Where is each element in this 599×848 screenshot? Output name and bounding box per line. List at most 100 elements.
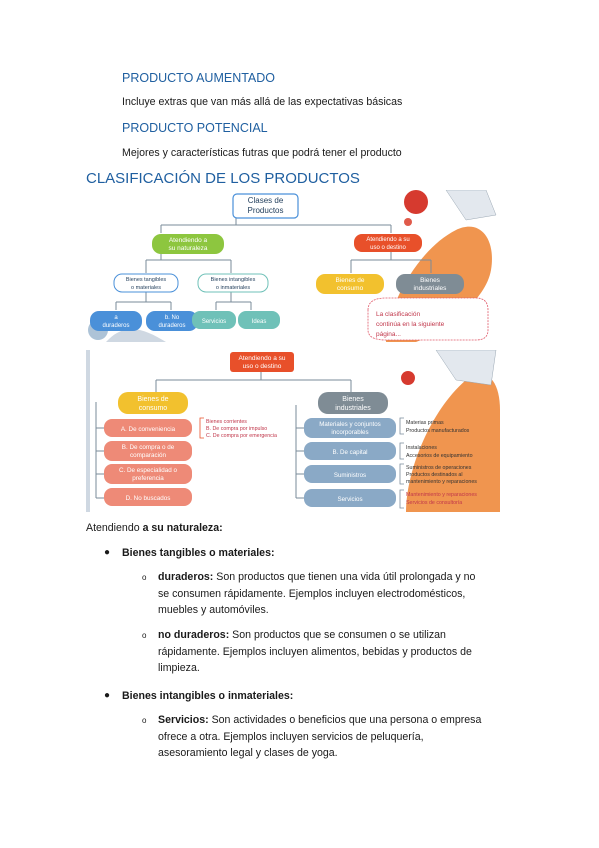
consumo-node-2 <box>118 392 188 414</box>
uso-destino-diagram: Atendiendo a su uso o destino Bienes de … <box>86 350 500 512</box>
servicios-paragraph: Servicios: Son actividades o beneficios … <box>158 712 518 762</box>
tangibles-heading: Bienes tangibles o materiales: <box>122 547 275 559</box>
intro-plain: Atendiendo <box>86 522 143 534</box>
naturaleza-label-2: su naturaleza <box>168 245 207 252</box>
producto-potencial-title: PRODUCTO POTENCIAL <box>122 121 268 135</box>
root-node <box>232 193 299 219</box>
conveniencia-label: A. De conveniencia <box>121 426 176 433</box>
intangibles-heading: Bienes intangibles o inmateriales: <box>122 690 294 702</box>
note-line-1: La clasificación <box>376 311 420 318</box>
doodle-2 <box>435 350 497 386</box>
clasificacion-title: CLASIFICACIÓN DE LOS PRODUCTOS <box>86 170 360 187</box>
consumo-node <box>316 274 384 294</box>
duraderos-node <box>90 311 142 331</box>
bullet-icon: ● <box>104 547 111 558</box>
no-duraderos-line-2: rápidamente. Ejemplos incluyen alimentos… <box>158 645 472 658</box>
materiales-label-2: incorporables <box>331 429 368 436</box>
duraderos-line-3: muebles y automóviles. <box>158 604 269 616</box>
industriales2-label-1: Bienes <box>342 396 364 403</box>
root-label-2: Productos <box>247 206 283 215</box>
note-line-3: página... <box>376 331 401 338</box>
ideas-node <box>238 311 280 329</box>
clases-productos-diagram: Clases de Productos Atendiendo a su natu… <box>86 190 500 342</box>
producto-aumentado-title: PRODUCTO AUMENTADO <box>122 71 276 85</box>
intro-bold: a su naturaleza: <box>142 522 223 534</box>
uso-root-node <box>230 352 294 372</box>
uso-label-1: Atendiendo a su <box>366 237 409 243</box>
industriales2-label-2: industriales <box>335 405 371 412</box>
shape-deco <box>106 328 166 342</box>
consumo-label-2: consumo <box>337 285 364 292</box>
uso-root-label-1: Atendiendo a su <box>239 355 286 362</box>
suministros-label: Suministros <box>334 472 366 479</box>
no-buscados-label: D. No buscados <box>126 495 171 502</box>
duraderos-line-1: Son productos que tienen una vida útil p… <box>213 571 476 583</box>
consumo2-label-2: consumo <box>139 405 168 412</box>
tangibles-label-1: Bienes tangibles <box>126 277 167 283</box>
especialidad-label-2: preferencia <box>132 475 164 482</box>
root-label-1: Clases de <box>248 196 284 205</box>
industriales-node <box>396 274 464 294</box>
uso-root-label-2: uso o destino <box>243 363 282 370</box>
materiales-list-2: Productos manufacturados <box>406 428 470 434</box>
capital-list-1: Instalaciones <box>406 445 437 451</box>
servicios-label: Servicios <box>202 319 226 325</box>
uso-label-2: uso o destino <box>370 245 406 251</box>
servicios-line-2: ofrece a otra. Ejemplos incluyen servici… <box>158 730 424 743</box>
intro-line: Atendiendo a su naturaleza: <box>86 520 223 537</box>
tangibles-label-2: o materiales <box>131 285 161 291</box>
no-duraderos-term: no duraderos: <box>158 629 230 641</box>
capital-node <box>304 442 396 460</box>
servicios-node <box>192 311 236 329</box>
duraderos-line-2: se consumen rápidamente. Ejemplos incluy… <box>158 587 466 600</box>
consumo-label-1: Bienes de <box>336 277 365 284</box>
servicios-line-1: Son actividades o beneficios que una per… <box>208 714 482 726</box>
uso-destino-node <box>354 234 422 252</box>
materiales-label-1: Materiales y conjuntos <box>319 421 381 428</box>
comparacion-label-1: B. De compra o de <box>122 444 175 451</box>
comparacion-node <box>104 441 192 461</box>
servicios-ind-node <box>304 489 396 507</box>
tangibles-node <box>113 273 179 293</box>
conveniencia-list-1: Bienes corrientes <box>206 419 247 425</box>
conveniencia-list-2: B. De compra por impulso <box>206 426 267 432</box>
duraderos-label-1: a <box>114 315 118 321</box>
servicios-list-2: Servicios de consultoría <box>406 500 462 506</box>
no-buscados-node <box>104 488 192 506</box>
red-dot-2 <box>401 371 415 385</box>
intangibles-label-2: o inmateriales <box>216 285 250 291</box>
servicios-line-3: asesoramiento legal y clases de yoga. <box>158 747 338 759</box>
open-bullet-icon: o <box>142 631 147 640</box>
producto-aumentado-text: Incluye extras que van más allá de las e… <box>122 96 403 108</box>
servicios-list-1: Mantenimiento y reparaciones <box>406 492 477 498</box>
consumo2-label-1: Bienes de <box>137 396 168 403</box>
ideas-label: Ideas <box>252 319 267 325</box>
left-edge-bar <box>86 350 90 512</box>
small-dot <box>404 218 412 226</box>
industriales-label-1: Bienes <box>420 277 441 284</box>
materiales-node <box>304 418 396 438</box>
suministros-list-1: Suministros de operaciones <box>406 465 472 471</box>
bullet-icon: ● <box>104 690 111 701</box>
industriales-label-2: industriales <box>414 285 448 292</box>
red-dot <box>404 190 428 214</box>
doodle <box>445 190 497 221</box>
capital-label: B. De capital <box>332 449 367 456</box>
no-duraderos-node <box>146 311 198 331</box>
industriales-node-2 <box>318 392 388 414</box>
materiales-list-1: Materias primas <box>406 420 444 426</box>
producto-potencial-text: Mejores y características futras que pod… <box>122 147 402 159</box>
suministros-list-3: mantenimiento y reparaciones <box>406 479 477 485</box>
servicios-term: Servicios: <box>158 714 209 726</box>
duraderos-term: duraderos: <box>158 571 214 583</box>
intangibles-node <box>197 273 269 293</box>
suministros-list-2: Productos destinados al <box>406 472 463 478</box>
especialidad-node <box>104 464 192 484</box>
open-bullet-icon: o <box>142 716 147 725</box>
comparacion-label-2: comparación <box>130 452 167 459</box>
naturaleza-label-1: Atendiendo a <box>169 237 208 244</box>
note-bubble <box>367 297 489 341</box>
especialidad-label-1: C. De especialidad o <box>119 467 178 474</box>
no-duraderos-paragraph: no duraderos: Son productos que se consu… <box>158 627 518 677</box>
duraderos-paragraph: duraderos: Son productos que tienen una … <box>158 569 518 619</box>
